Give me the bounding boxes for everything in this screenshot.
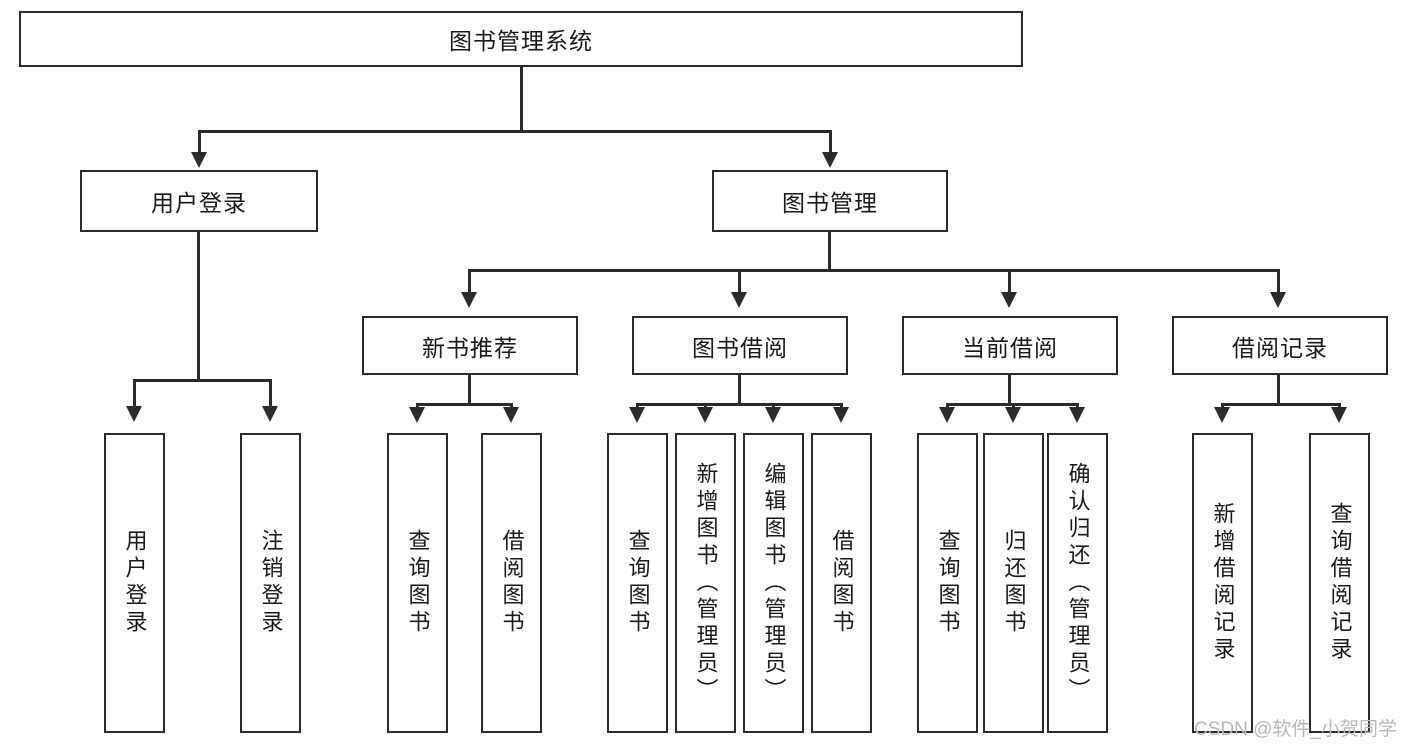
connector-book-management-bus [468,269,1280,272]
connector-br-bus [1221,403,1341,406]
node-label: 借阅记录 [1232,334,1328,361]
connector-br-drop-1 [1221,403,1224,409]
leaf-query-borrow-record[interactable]: 查询借阅记录 [1309,433,1370,733]
connector-cb-stem [1008,375,1011,406]
connector-bb-stem [738,375,741,406]
connector-nbr-drop-1 [416,403,419,409]
node-root-book-management-system[interactable]: 图书管理系统 [19,11,1023,67]
node-label: 新增图书（管理员） [693,461,719,705]
connector-root-stem [520,67,523,130]
arrow-to-leaf-borrow-book-bb [833,407,849,423]
node-label: 归还图书 [1001,529,1027,637]
node-book-borrow[interactable]: 图书借阅 [632,316,848,375]
arrow-to-leaf-query-book-nbr [409,407,425,423]
arrow-to-leaf-query-book-cb [939,407,955,423]
node-label: 图书管理系统 [449,28,593,54]
connector-cb-drop-3 [1076,403,1079,409]
node-label: 借阅图书 [499,529,525,637]
leaf-add-borrow-record[interactable]: 新增借阅记录 [1192,433,1253,733]
arrow-to-leaf-logout [262,406,278,422]
arrow-to-new-book-recommend [461,292,477,308]
connector-user-login-bus [133,379,272,382]
node-label: 新书推荐 [422,334,518,361]
arrow-to-leaf-edit-book [765,407,781,423]
connector-bb-drop-4 [840,403,843,409]
connector-book-management-stem [828,232,831,271]
connector-bb-bus [636,403,843,406]
connector-bb-drop-1 [636,403,639,409]
connector-cb-drop-2 [1012,403,1015,409]
arrow-to-leaf-confirm-return [1069,407,1085,423]
node-label: 编辑图书（管理员） [761,461,787,705]
leaf-user-login[interactable]: 用户登录 [104,433,165,733]
leaf-add-book[interactable]: 新增图书（管理员） [675,433,736,733]
arrow-to-leaf-return-book [1005,407,1021,423]
node-label: 借阅图书 [829,529,855,637]
arrow-to-leaf-user-login [126,406,142,422]
connector-root-to-user-login [198,130,201,153]
node-label: 用户登录 [122,529,148,637]
connector-bb-drop-2 [704,403,707,409]
node-label: 当前借阅 [962,334,1058,361]
node-new-book-recommend[interactable]: 新书推荐 [362,316,578,375]
node-label: 图书借阅 [692,334,788,361]
node-user-login[interactable]: 用户登录 [80,170,318,232]
node-label: 查询图书 [935,529,961,637]
leaf-edit-book[interactable]: 编辑图书（管理员） [743,433,804,733]
arrow-to-leaf-borrow-book-nbr [503,407,519,423]
connector-user-login-drop-1 [133,379,136,407]
connector-root-to-book-management [829,130,832,153]
connector-br-drop-2 [1338,403,1341,409]
arrow-to-borrow-record [1270,292,1286,308]
node-borrow-record[interactable]: 借阅记录 [1172,316,1388,375]
arrow-to-book-borrow [731,292,747,308]
connector-bm-drop-2 [738,269,741,293]
arrow-to-user-login [191,152,207,168]
leaf-query-book-nbr[interactable]: 查询图书 [387,433,448,733]
connector-cb-drop-1 [946,403,949,409]
connector-br-stem [1277,375,1280,406]
node-label: 注销登录 [258,529,284,637]
node-label: 查询图书 [405,529,431,637]
node-label: 图书管理 [782,190,878,216]
node-label: 确认归还（管理员） [1065,461,1091,705]
arrow-to-leaf-query-borrow-record [1331,407,1347,423]
leaf-query-book-bb[interactable]: 查询图书 [607,433,668,733]
connector-user-login-stem [197,232,200,382]
arrow-to-leaf-query-book-bb [629,407,645,423]
connector-nbr-bus [416,403,513,406]
node-book-management[interactable]: 图书管理 [712,170,948,232]
leaf-return-book[interactable]: 归还图书 [983,433,1044,733]
leaf-borrow-book-nbr[interactable]: 借阅图书 [481,433,542,733]
node-label: 新增借阅记录 [1210,502,1236,664]
connector-bm-drop-3 [1008,269,1011,293]
leaf-confirm-return[interactable]: 确认归还（管理员） [1047,433,1108,733]
connector-user-login-drop-2 [269,379,272,407]
node-label: 查询借阅记录 [1327,502,1353,664]
connector-bm-drop-4 [1277,269,1280,293]
connector-nbr-drop-2 [510,403,513,409]
connector-bm-drop-1 [468,269,471,293]
connector-root-bus [198,130,832,133]
node-current-borrow[interactable]: 当前借阅 [902,316,1118,375]
leaf-logout[interactable]: 注销登录 [240,433,301,733]
connector-nbr-stem [468,375,471,406]
arrow-to-leaf-add-book [697,407,713,423]
leaf-query-book-cb[interactable]: 查询图书 [917,433,978,733]
arrow-to-leaf-add-borrow-record [1214,407,1230,423]
node-label: 用户登录 [151,190,247,216]
leaf-borrow-book-bb[interactable]: 借阅图书 [811,433,872,733]
arrow-to-book-management [822,152,838,168]
node-label: 查询图书 [625,529,651,637]
connector-bb-drop-3 [772,403,775,409]
arrow-to-current-borrow [1001,292,1017,308]
